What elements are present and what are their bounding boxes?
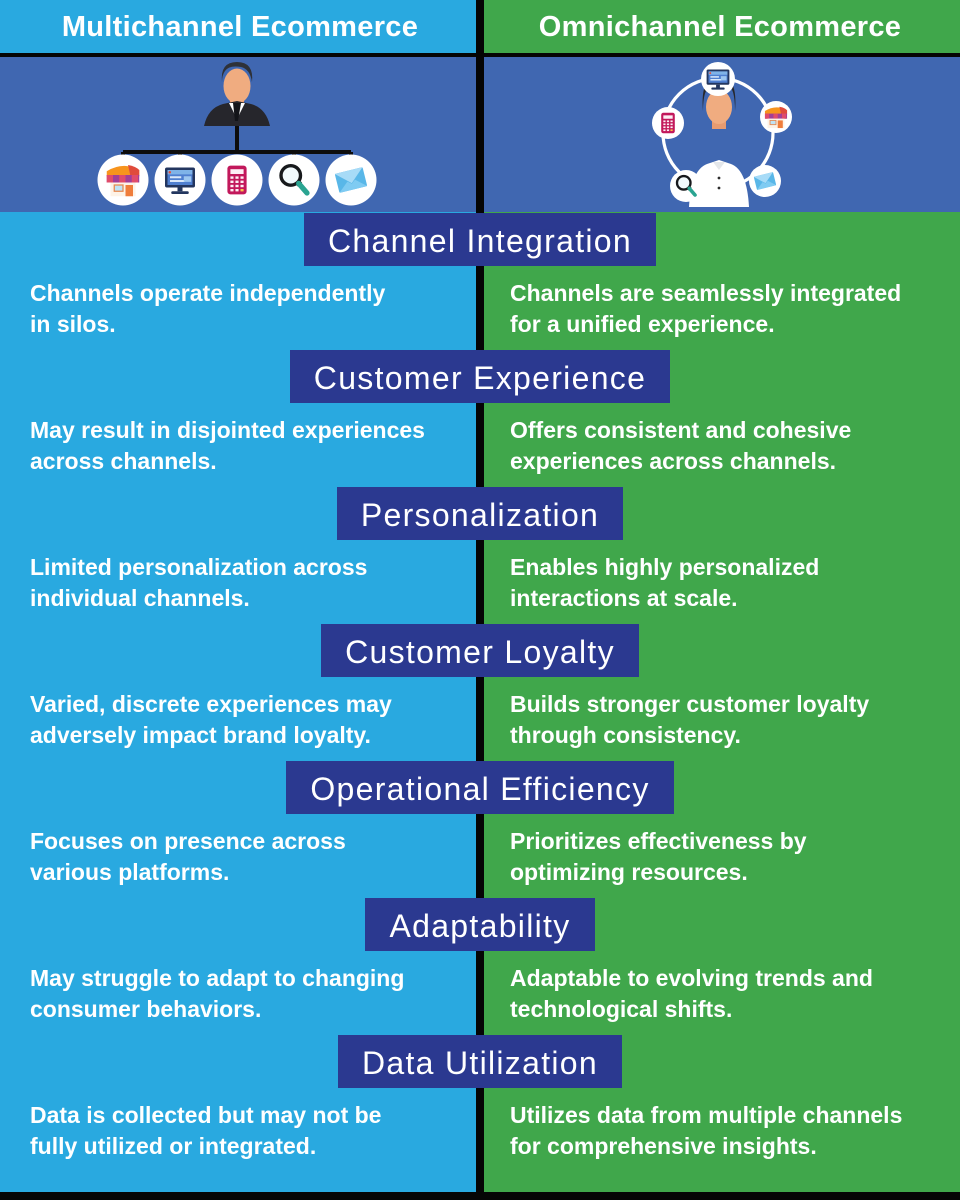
store-icon: [764, 106, 788, 129]
section-banner: Operational Efficiency: [286, 761, 674, 814]
store-icon: [106, 164, 140, 197]
multichannel-illustration: [0, 57, 480, 212]
channel-node-search: [268, 154, 320, 206]
multichannel-point: Channels operate independently in silos.: [30, 280, 386, 337]
multichannel-header-title: Multichannel Ecommerce: [61, 11, 419, 43]
section-customer-loyalty: Customer Loyalty Varied, discrete experi…: [0, 624, 960, 761]
section-banner: Personalization: [336, 487, 624, 540]
section-banner: Customer Loyalty: [321, 624, 639, 677]
channel-node-mobile: [211, 154, 263, 206]
channel-node-search: [670, 170, 702, 202]
multichannel-point: Limited personalization across individua…: [30, 554, 368, 611]
hierarchy-connector-lines: [121, 125, 353, 158]
channel-node-mobile: [652, 107, 684, 139]
omnichannel-point: Prioritizes effectiveness by optimizing …: [510, 828, 807, 885]
section-operational-efficiency: Operational Efficiency Focuses on presen…: [0, 761, 960, 898]
channel-node-website: [154, 154, 206, 206]
omnichannel-point: Adaptable to evolving trends and technol…: [510, 965, 873, 1022]
businessman-figure: [204, 62, 270, 126]
omnichannel-point: Enables highly personalized interactions…: [510, 554, 820, 611]
section-customer-experience: Customer Experience May result in disjoi…: [0, 350, 960, 487]
bottom-border-bar: [0, 1192, 960, 1200]
omnichannel-point: Offers consistent and cohesive experienc…: [510, 417, 852, 474]
multichannel-point: Data is collected but may not be fully u…: [30, 1102, 382, 1159]
section-adaptability: Adaptability May struggle to adapt to ch…: [0, 898, 960, 1035]
omnichannel-illustration-svg: [652, 62, 792, 207]
comparison-sections: Channel Integration Channels operate ind…: [0, 213, 960, 1192]
omnichannel-header-title: Omnichannel Ecommerce: [538, 11, 902, 43]
section-personalization: Personalization Limited personalization …: [0, 487, 960, 624]
multichannel-point: Focuses on presence across various platf…: [30, 828, 346, 885]
channel-node-mail: [749, 165, 781, 197]
channel-node-store: [760, 101, 792, 133]
multichannel-point: Varied, discrete experiences may adverse…: [30, 691, 392, 748]
omnichannel-point: Builds stronger customer loyalty through…: [510, 691, 870, 748]
multichannel-header: Multichannel Ecommerce: [0, 0, 480, 53]
omnichannel-point: Channels are seamlessly integrated for a…: [510, 280, 902, 337]
section-banner: Channel Integration: [303, 213, 656, 266]
section-banner: Adaptability: [365, 898, 595, 951]
mobile-calculator-icon: [227, 165, 247, 195]
multichannel-point: May struggle to adapt to changing consum…: [30, 965, 405, 1022]
mobile-calculator-icon: [661, 112, 675, 134]
omnichannel-point: Utilizes data from multiple channels for…: [510, 1102, 903, 1159]
multichannel-illustration-svg: [97, 62, 377, 206]
section-banner: Customer Experience: [289, 350, 671, 403]
omnichannel-header: Omnichannel Ecommerce: [480, 0, 960, 53]
section-banner: Data Utilization: [337, 1035, 622, 1088]
channel-node-store: [97, 154, 149, 206]
omnichannel-illustration: [480, 57, 960, 212]
multichannel-point: May result in disjointed experiences acr…: [30, 417, 425, 474]
channel-node-mail: [325, 154, 377, 206]
section-channel-integration: Channel Integration Channels operate ind…: [0, 213, 960, 350]
column-divider: [476, 0, 484, 1192]
channel-node-website: [701, 62, 735, 96]
section-data-utilization: Data Utilization Data is collected but m…: [0, 1035, 960, 1172]
